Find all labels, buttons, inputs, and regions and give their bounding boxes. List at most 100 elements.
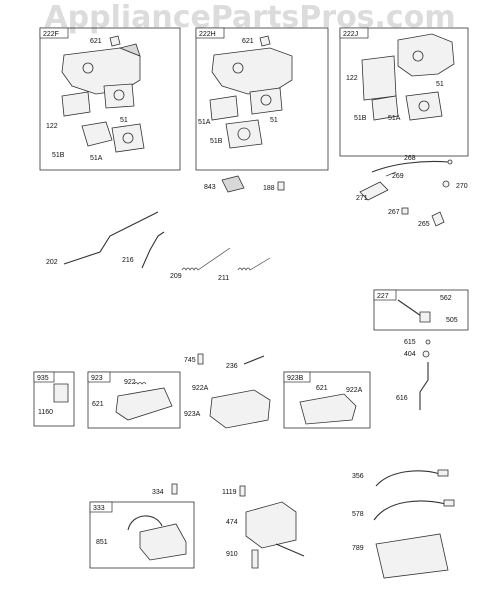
spring-coil[interactable] [181, 247, 231, 271]
cable-268[interactable] [371, 160, 449, 173]
group-227-tag-box [373, 289, 397, 301]
gasket-hole [237, 127, 251, 141]
harness-356[interactable]: 356 [352, 469, 449, 487]
screw-267[interactable] [401, 207, 409, 215]
group-222J[interactable]: 222J 122 51 51B 51A [339, 27, 469, 157]
cable-assembly[interactable]: 268 269 270 271 267 265 [356, 155, 468, 228]
bracket-part[interactable] [211, 47, 293, 95]
group-333[interactable]: 333 851 [89, 501, 195, 569]
gasket-hole [260, 94, 272, 106]
label-51: 51 [120, 117, 128, 124]
group-222H[interactable]: 222H 621 51A 51 51B [195, 27, 329, 171]
bracket-hole [82, 62, 94, 74]
group-923-tag: 923 [91, 375, 103, 382]
harness-789[interactable]: 789 [352, 533, 449, 579]
wire-part[interactable] [375, 470, 441, 487]
nut-part[interactable] [419, 311, 431, 323]
group-923-box [87, 371, 181, 429]
label-267: 267 [388, 209, 400, 216]
group-923-tag-box [87, 371, 111, 383]
bracket-shadow [118, 43, 141, 57]
label-621: 621 [316, 385, 328, 392]
gasket-hole [122, 132, 134, 144]
connector-part[interactable] [443, 499, 455, 507]
gasket-part[interactable] [209, 95, 239, 121]
label-615: 615 [404, 339, 416, 346]
group-923B-box [283, 371, 371, 429]
group-222J-tag-box [339, 27, 369, 39]
clip-265[interactable] [431, 211, 445, 227]
label-209: 209 [170, 273, 182, 280]
link-rod[interactable] [63, 211, 159, 265]
ignition-module[interactable] [139, 523, 187, 561]
group-227[interactable]: 227 562 505 [373, 289, 469, 331]
part-745[interactable]: 745 [184, 353, 204, 365]
ignition-coil[interactable] [245, 501, 297, 549]
wire-part[interactable] [275, 543, 305, 557]
part-236[interactable]: 236 [226, 355, 265, 370]
control-bracket[interactable] [115, 387, 173, 421]
pad-part[interactable] [221, 175, 245, 193]
part-923A[interactable]: 922A 923A [184, 385, 271, 429]
rod-616[interactable]: 615 404 616 [396, 339, 431, 410]
link-216[interactable]: 216 [122, 231, 165, 269]
label-922A: 922A [346, 387, 363, 394]
label-578: 578 [352, 511, 364, 518]
group-935[interactable]: 935 1160 [33, 371, 75, 427]
screw-part[interactable] [197, 353, 204, 365]
wire-part[interactable] [373, 500, 447, 521]
part-188[interactable]: 188 [263, 181, 285, 192]
label-270: 270 [456, 183, 468, 190]
wire-part[interactable] [127, 515, 163, 531]
gasket-part[interactable] [61, 91, 91, 117]
spring-209[interactable]: 209 [170, 247, 231, 280]
label-236: 236 [226, 363, 238, 370]
label-621: 621 [242, 38, 254, 45]
link-rod[interactable] [141, 231, 165, 269]
spring-269[interactable] [385, 171, 397, 177]
harness-bundle[interactable] [375, 533, 449, 579]
label-51A: 51A [90, 155, 103, 162]
part-474[interactable]: 1119 474 910 [222, 485, 305, 569]
gasket-part[interactable] [361, 55, 397, 101]
gasket-part[interactable] [371, 95, 399, 121]
bracket-hole [412, 50, 424, 62]
governor-part[interactable] [53, 383, 69, 403]
group-923B[interactable]: 923B 621 922A [283, 371, 371, 429]
label-922A: 922A [192, 385, 209, 392]
label-505: 505 [446, 317, 458, 324]
rod-part[interactable] [419, 362, 429, 410]
nut-part[interactable] [259, 35, 271, 47]
washer-404[interactable] [422, 350, 430, 358]
label-268: 268 [404, 155, 416, 162]
bracket-part[interactable] [397, 33, 455, 77]
control-base[interactable] [209, 389, 271, 429]
spring-part[interactable] [133, 382, 147, 385]
screw-part[interactable] [171, 483, 178, 495]
pin-615[interactable] [425, 339, 431, 345]
group-923[interactable]: 923 922 621 [87, 371, 181, 429]
label-51A: 51A [198, 119, 211, 126]
spring-211[interactable]: 211 [218, 257, 271, 282]
group-222F[interactable]: 222F 621 122 51 51B 51A [39, 27, 181, 171]
lever-271[interactable] [359, 181, 389, 201]
screw-part[interactable] [277, 181, 285, 191]
clip-270[interactable] [442, 180, 450, 188]
spring-coil[interactable] [237, 257, 271, 271]
nut-part[interactable] [109, 35, 121, 47]
gasket-hole [418, 100, 430, 112]
harness-578[interactable]: 578 [352, 499, 455, 521]
screw-910[interactable] [251, 549, 259, 569]
control-bracket[interactable] [299, 393, 357, 425]
link-202[interactable]: 202 [46, 211, 159, 266]
group-222H-tag-box [195, 27, 225, 39]
gasket-part[interactable] [81, 121, 113, 147]
label-122: 122 [46, 123, 58, 130]
part-843[interactable]: 843 [204, 175, 245, 193]
rod-part[interactable] [243, 355, 265, 365]
label-334: 334 [152, 489, 164, 496]
connector-part[interactable] [437, 469, 449, 477]
screw-1119[interactable] [239, 485, 246, 497]
part-334[interactable]: 334 [152, 483, 178, 496]
